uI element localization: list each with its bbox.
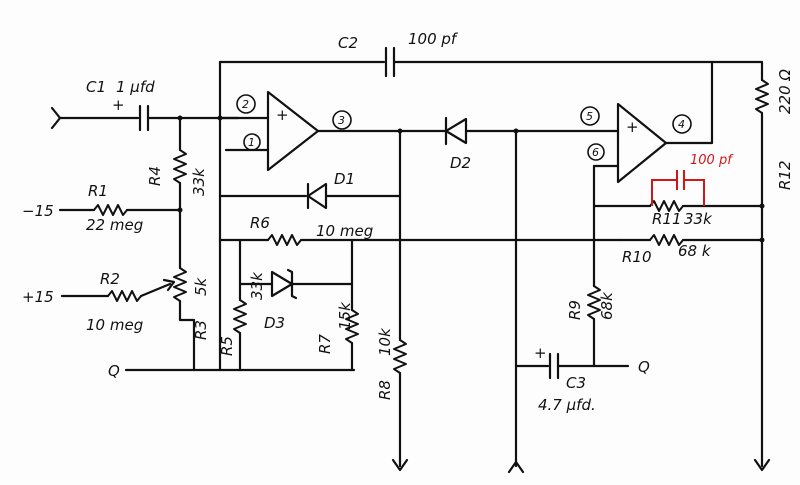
pin-6-label: 6 [592,146,599,159]
pin-3-label: 3 [338,114,345,127]
capacitor-c3 [548,352,560,380]
r2-label: R2 [100,270,120,288]
c3-value: 4.7 µfd. [538,396,596,414]
mid-ground-arrow [507,460,525,474]
r11-cap-value: 100 pf [690,153,734,168]
pos15-label: +15 [22,288,54,306]
opamp1-plus: + [276,106,289,124]
r11-label: R11 [652,210,682,228]
r1-value: 22 meg [86,216,143,234]
r6-label: R6 [250,214,270,232]
r10-label: R10 [622,248,652,266]
pin-4-marker [672,114,692,134]
d1-label: D1 [334,170,355,188]
pin-2-marker [236,94,256,114]
r8-ground-arrow [391,458,409,472]
junction-dot [513,128,519,134]
r12-label: R12 [776,160,794,190]
c2-label: C2 [338,34,358,52]
resistor-r4 [173,149,187,184]
capacitor-r11-parallel [651,170,705,206]
q-left-label: Q [108,362,120,380]
pin-5-label: 5 [586,110,593,123]
pin-3-marker [332,110,352,130]
r2-value: 10 meg [86,316,143,334]
r9-value: 68k [598,291,616,320]
pin-2-label: 2 [242,98,249,111]
r4-label: R4 [146,166,164,186]
pin-1-marker [243,133,261,151]
diode-d2 [444,116,468,146]
c3-plus: + [534,344,547,362]
resistor-r8 [393,339,407,374]
pin-1-label: 1 [248,136,255,149]
q-right-label: Q [638,358,650,376]
wire-opamp2-out [664,60,714,145]
r9-label: R9 [566,300,584,320]
r7-label: R7 [316,334,334,354]
junction-dot [177,207,183,213]
junction-dot [217,115,223,121]
opamp-2 [616,102,668,184]
input-terminal [50,106,62,130]
resistor-r1 [93,204,128,216]
capacitor-c1 [138,104,150,132]
diode-d1 [306,182,328,210]
resistor-r9 [587,285,601,320]
opamp-1 [266,90,320,172]
r4-value: 33k [190,167,208,196]
d2-label: D2 [450,154,471,172]
pin-5-marker [580,106,600,126]
resistor-r12 [755,79,769,114]
r7-value: 15k [336,301,354,330]
c1-value: 1 µfd [116,78,155,96]
wire-r2-wiper [139,282,172,298]
r11-value: 33k [684,210,713,228]
junction-dot [397,128,403,134]
junction-dot [759,237,765,243]
wire-c2-right [392,60,764,82]
resistor-r6 [267,234,302,246]
opamp2-plus: + [626,118,639,136]
r3-value: 5k [192,276,210,296]
resistor-r7 [345,309,359,344]
r12-value: 220 Ω [776,69,794,114]
wire-r3-bottom [178,299,196,372]
r3-label: R3 [192,320,210,340]
r8-value: 10k [376,327,394,356]
pin-6-marker [587,143,605,161]
junction-dot [759,203,765,209]
r5-label: R5 [218,336,236,356]
wiper-arrow [162,278,176,292]
resistor-r11 [649,200,684,212]
resistor-r3 [173,267,187,302]
c3-label: C3 [566,374,586,392]
r1-label: R1 [88,182,108,200]
r6-value: 10 meg [316,222,373,240]
c1-label: C1 [86,78,106,96]
r10-value: 68 k [678,242,712,260]
resistor-r2 [107,290,142,302]
right-ground-arrow [753,458,771,472]
pin-4-label: 4 [678,118,685,131]
resistor-r5 [233,299,247,334]
d3-label: D3 [264,314,285,332]
junction-dot [177,115,183,121]
r5-value: 33k [248,271,266,300]
r8-label: R8 [376,380,394,400]
c2-value: 100 pf [408,30,459,48]
c1-plus: + [112,96,125,114]
capacitor-c2 [384,46,396,78]
resistor-r10 [649,234,684,246]
neg15-label: −15 [22,202,54,220]
